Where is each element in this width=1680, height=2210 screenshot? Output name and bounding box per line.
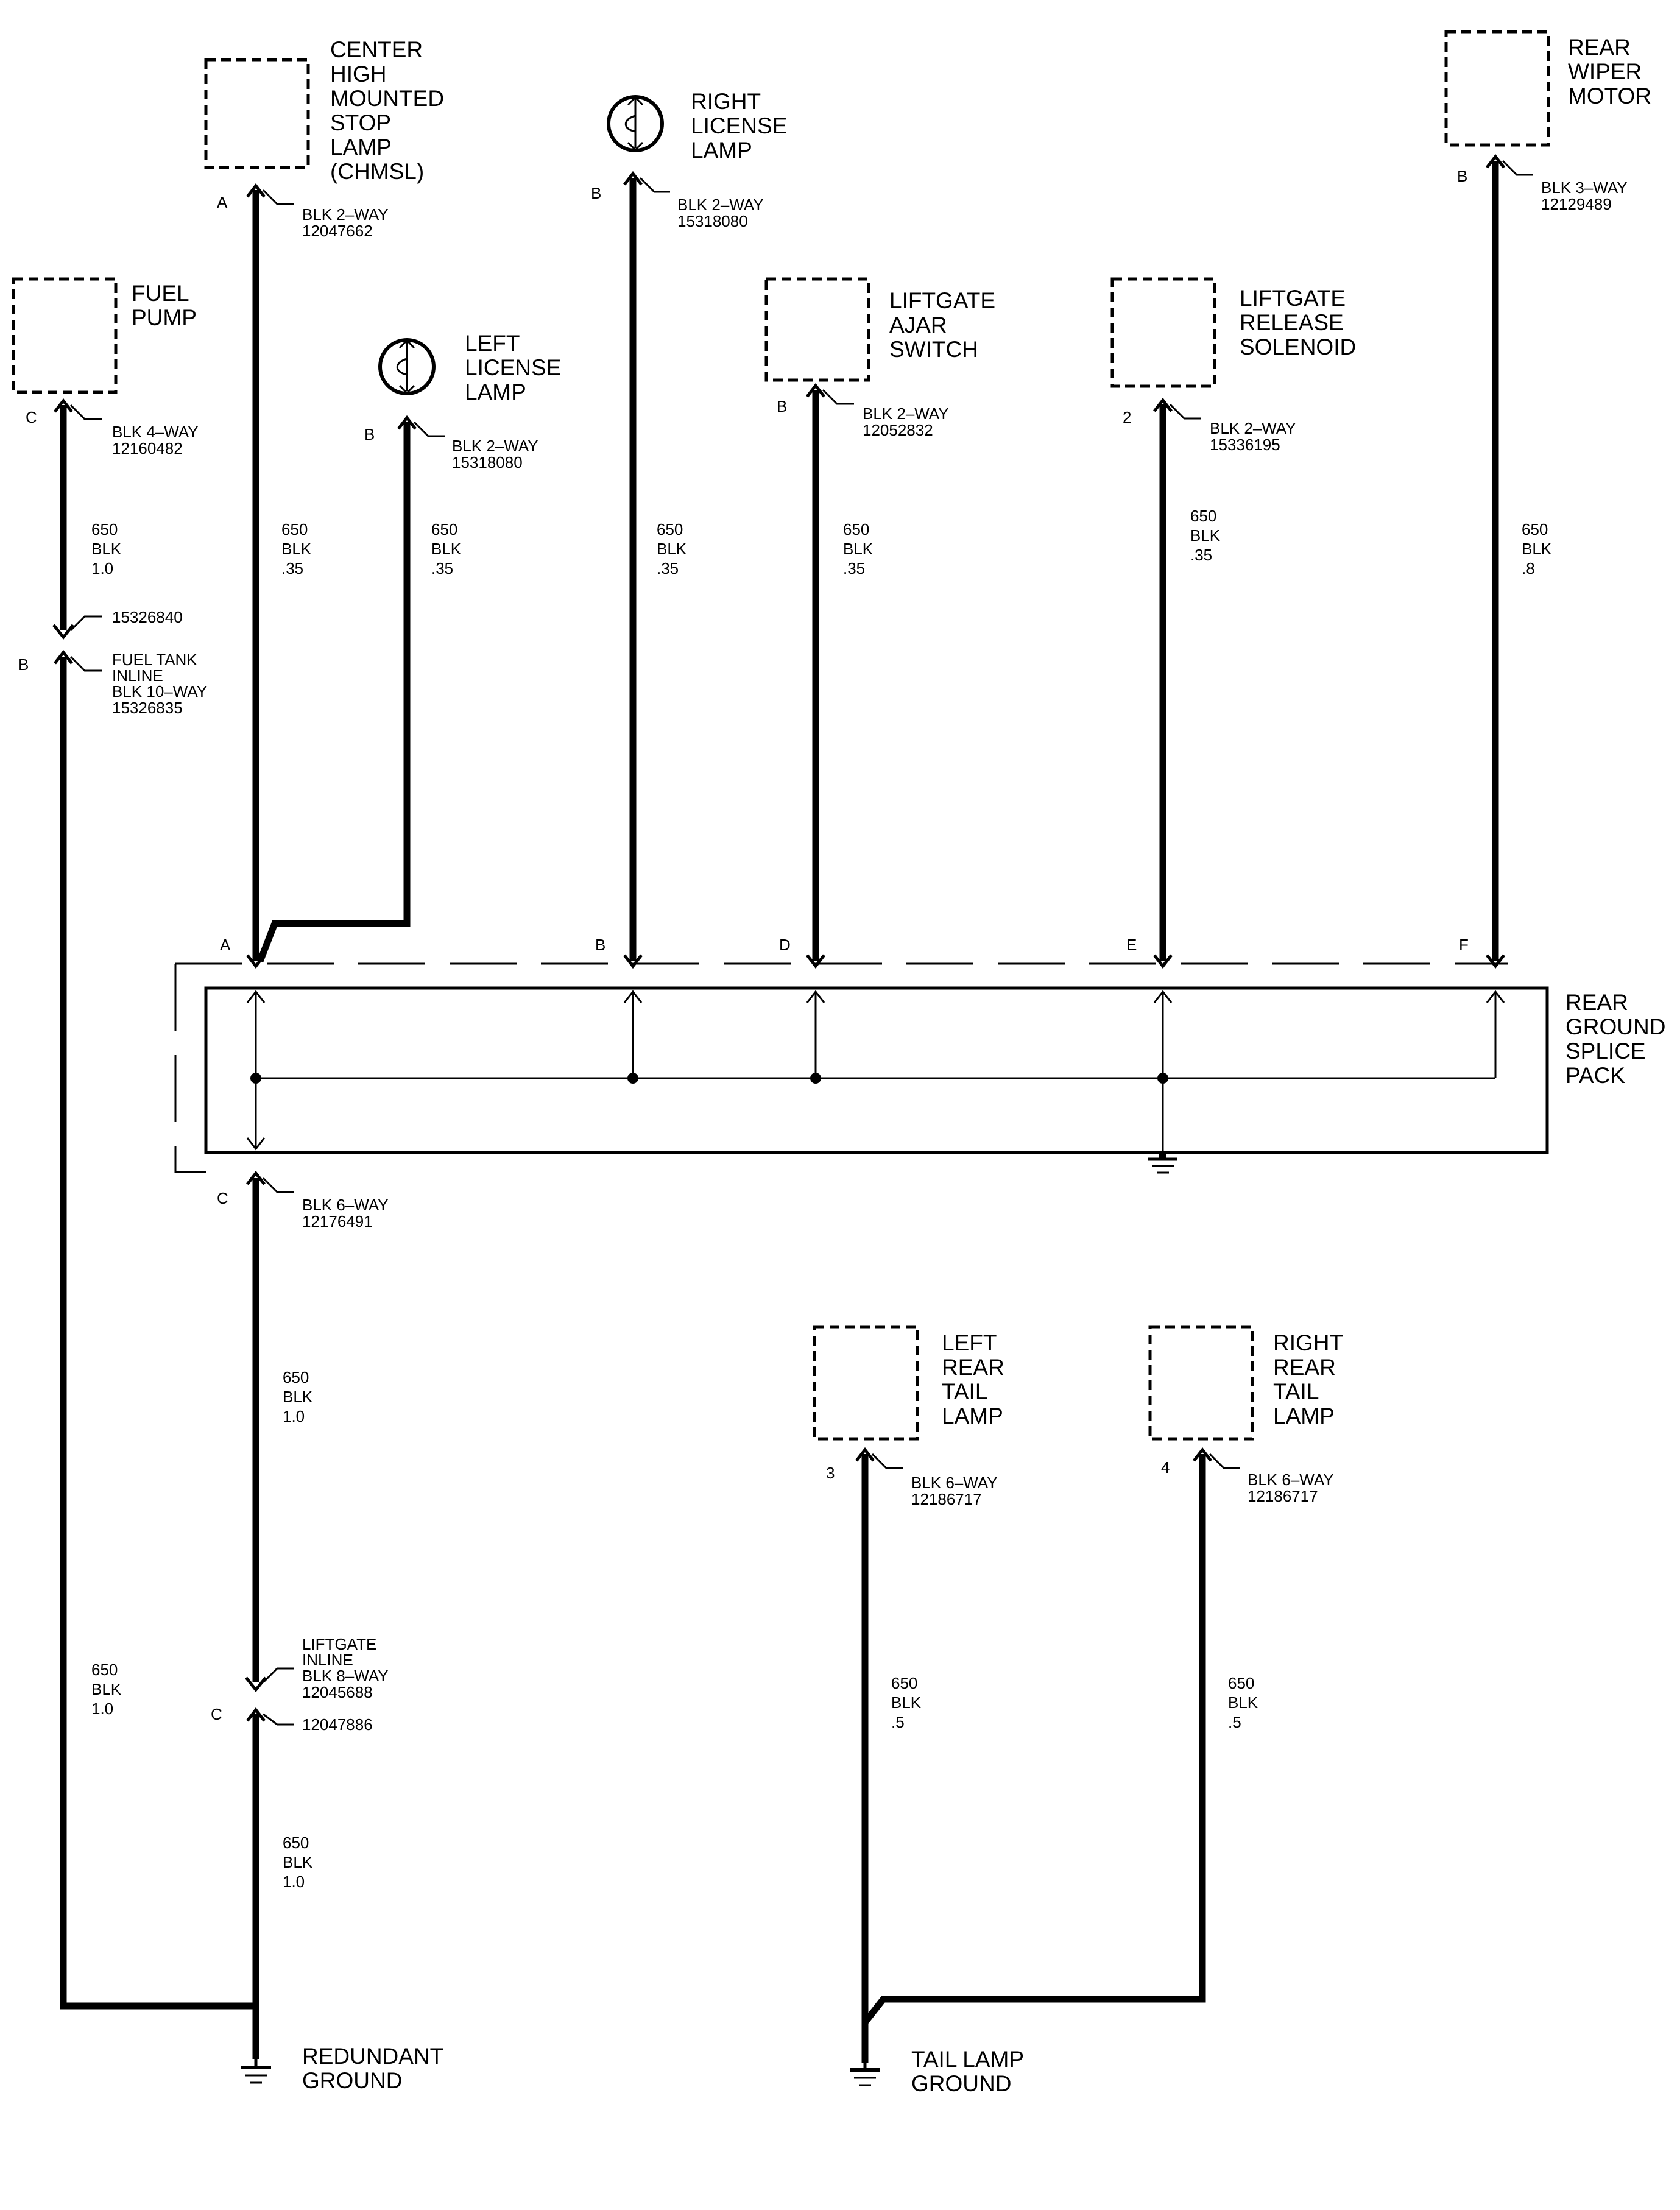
splice-c-connector-label: BLK 6–WAY 12176491 xyxy=(302,1196,392,1230)
right-license-pin-label: B xyxy=(591,184,601,202)
left-license-lamp-label: LEFT LICENSE LAMP xyxy=(465,331,568,404)
right-license-connector-label: BLK 2–WAY 15318080 xyxy=(677,196,768,230)
solenoid-connector-label: BLK 2–WAY 15336195 xyxy=(1210,419,1300,454)
ajar-pin-label: B xyxy=(777,397,787,415)
liftgate-inline-male-connector-label: 12047886 xyxy=(302,1715,373,1734)
liftgate-ajar-switch-label: LIFTGATE AJAR SWITCH xyxy=(889,288,1001,362)
wires xyxy=(60,161,1499,2063)
wiper-connector-label: BLK 3–WAY 12129489 xyxy=(1541,178,1631,213)
right-tail-wire-label: 650 BLK .5 xyxy=(1228,1674,1262,1731)
fuel-pump-label: FUEL PUMP xyxy=(132,281,197,330)
fuel-lower-wire-label: 650 BLK 1.0 xyxy=(91,1661,125,1718)
splice-pin-e: E xyxy=(1126,936,1137,954)
chmsl-pin-label: A xyxy=(217,193,228,211)
splice-pin-f: F xyxy=(1459,936,1469,954)
rear-ground-splice-pack-label: REAR GROUND SPLICE PACK xyxy=(1565,990,1672,1088)
fuel-pump-component-box xyxy=(12,277,118,394)
fuel-inline-male-connector-label: 15326840 xyxy=(112,608,183,626)
connector-marks xyxy=(52,154,1505,1722)
chmsl-wire-label: 650 BLK .35 xyxy=(281,520,316,577)
chmsl-component-box xyxy=(204,58,310,169)
right-license-wire-label: 650 BLK .35 xyxy=(657,520,691,577)
left-license-pin-label: B xyxy=(364,425,375,443)
left-license-connector-label: BLK 2–WAY 15318080 xyxy=(452,437,542,471)
solenoid-pin-label: 2 xyxy=(1123,408,1131,426)
fuel-pump-pin-label: C xyxy=(26,408,37,426)
left-license-wire-label: 650 BLK .35 xyxy=(431,520,465,577)
liftgate-lower-wire-label: 650 BLK 1.0 xyxy=(283,1834,317,1891)
fuel-pump-connector-label: BLK 4–WAY 12160482 xyxy=(112,423,202,457)
right-rear-tail-lamp-component-box xyxy=(1148,1325,1254,1441)
fuel-inline-pin-label: B xyxy=(18,655,29,674)
leader-lines xyxy=(69,160,1533,1726)
liftgate-ajar-switch-component-box xyxy=(764,277,870,382)
splice-pack-ground-icon xyxy=(1148,1153,1177,1174)
ajar-wire-label: 650 BLK .35 xyxy=(843,520,877,577)
splice-out-wire-label: 650 BLK 1.0 xyxy=(283,1368,317,1425)
chmsl-connector-label: BLK 2–WAY 12047662 xyxy=(302,205,392,240)
right-tail-pin-label: 4 xyxy=(1161,1458,1170,1477)
liftgate-inline-pin-label: C xyxy=(211,1705,222,1723)
right-license-lamp-label: RIGHT LICENSE LAMP xyxy=(691,89,794,163)
wiper-wire-label: 650 BLK .8 xyxy=(1522,520,1556,577)
fuel-inline-female-connector-label: FUEL TANK INLINE BLK 10–WAY 15326835 xyxy=(112,651,211,717)
ajar-connector-label: BLK 2–WAY 12052832 xyxy=(863,404,953,439)
left-tail-wire-label: 650 BLK .5 xyxy=(891,1674,925,1731)
wiper-pin-label: B xyxy=(1457,167,1467,185)
rear-wiper-motor-label: REAR WIPER MOTOR xyxy=(1568,35,1651,108)
left-tail-pin-label: 3 xyxy=(826,1464,835,1482)
redundant-ground-icon xyxy=(241,2056,271,2084)
left-license-lamp-symbol xyxy=(378,338,436,395)
redundant-ground-label: REDUNDANT GROUND xyxy=(302,2044,450,2093)
tail-lamp-ground-icon xyxy=(850,2060,880,2086)
liftgate-release-solenoid-label: LIFTGATE RELEASE SOLENOID xyxy=(1240,286,1356,359)
splice-pin-b: B xyxy=(595,936,605,954)
splice-c-pin-label: C xyxy=(217,1189,228,1207)
left-tail-connector-label: BLK 6–WAY 12186717 xyxy=(911,1474,1001,1508)
left-rear-tail-lamp-label: LEFT REAR TAIL LAMP xyxy=(942,1330,1011,1428)
solenoid-wire-label: 650 BLK .35 xyxy=(1190,507,1224,564)
tail-lamp-ground-label: TAIL LAMP GROUND xyxy=(911,2047,1030,2096)
splice-pin-a: A xyxy=(220,936,231,954)
liftgate-inline-female-connector-label: LIFTGATE INLINE BLK 8–WAY 12045688 xyxy=(302,1635,392,1701)
liftgate-release-solenoid-component-box xyxy=(1110,277,1216,388)
fuel-pump-wire-label: 650 BLK 1.0 xyxy=(91,520,125,577)
right-rear-tail-lamp-label: RIGHT REAR TAIL LAMP xyxy=(1273,1330,1349,1428)
rear-wiper-motor-component-box xyxy=(1444,30,1550,147)
right-tail-connector-label: BLK 6–WAY 12186717 xyxy=(1248,1470,1338,1505)
chmsl-label: CENTER HIGH MOUNTED STOP LAMP (CHMSL) xyxy=(330,37,450,184)
rear-ground-splice-pack xyxy=(174,962,1549,1173)
left-rear-tail-lamp-component-box xyxy=(813,1325,919,1441)
right-license-lamp-symbol xyxy=(607,95,664,152)
splice-pin-d: D xyxy=(779,936,791,954)
